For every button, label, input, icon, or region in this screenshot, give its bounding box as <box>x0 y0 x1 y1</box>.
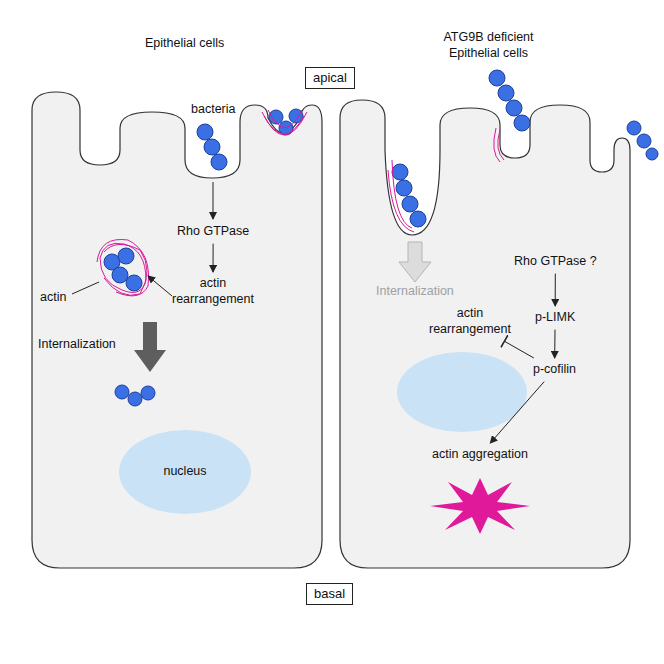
node-text: actin rearrangement <box>423 306 517 337</box>
pathway-step: Rho GTPase <box>174 223 252 241</box>
pathway-step: actin aggregation <box>429 446 531 464</box>
node-text: basal <box>314 586 345 602</box>
region-box: basal <box>306 583 353 605</box>
pathway-step: actin rearrangement <box>163 275 263 308</box>
region-box: apical <box>305 67 355 89</box>
nucleus: nucleus <box>119 430 251 514</box>
pathway-step: actin rearrangement <box>420 305 520 338</box>
nucleus <box>397 352 527 432</box>
node-text: actin aggregation <box>432 447 528 463</box>
leader-line <box>72 282 99 294</box>
signal-arrow <box>555 274 556 306</box>
bacteria <box>104 109 303 406</box>
part-label: actin <box>40 290 66 306</box>
signal-arrow <box>504 341 533 358</box>
signal-arrow <box>148 276 172 296</box>
node-text: apical <box>313 70 347 86</box>
process-label: Internalization <box>376 284 454 300</box>
signal-arrow <box>554 330 555 358</box>
signal-arrow <box>213 182 214 219</box>
cell-outline <box>32 92 322 568</box>
process-label: Internalization <box>38 337 116 353</box>
pathway-step: p-cofilin <box>530 361 579 379</box>
node-text: actin rearrangement <box>166 276 260 307</box>
node-text: p-cofilin <box>533 362 576 378</box>
actin-filament <box>97 110 504 296</box>
cell-title: Epithelial cells <box>145 36 224 52</box>
internalization-arrow <box>134 322 166 372</box>
pathway-step: p-LIMK <box>532 309 578 327</box>
node-text: Rho GTPase <box>177 224 249 240</box>
bacteria <box>392 70 658 227</box>
cell-title: ATG9B deficient Epithelial cells <box>431 30 546 61</box>
node-text: nucleus <box>163 464 206 480</box>
signal-arrow <box>490 382 544 443</box>
actin-aggregate <box>430 478 530 534</box>
internalization-arrow <box>399 242 431 282</box>
node-text: p-LIMK <box>535 310 575 326</box>
node-text: Rho GTPase ? <box>514 254 597 270</box>
cell-outline <box>340 100 630 568</box>
pathway-step: Rho GTPase ? <box>511 253 600 271</box>
signal-arrow <box>213 244 214 272</box>
part-label: bacteria <box>191 102 235 118</box>
